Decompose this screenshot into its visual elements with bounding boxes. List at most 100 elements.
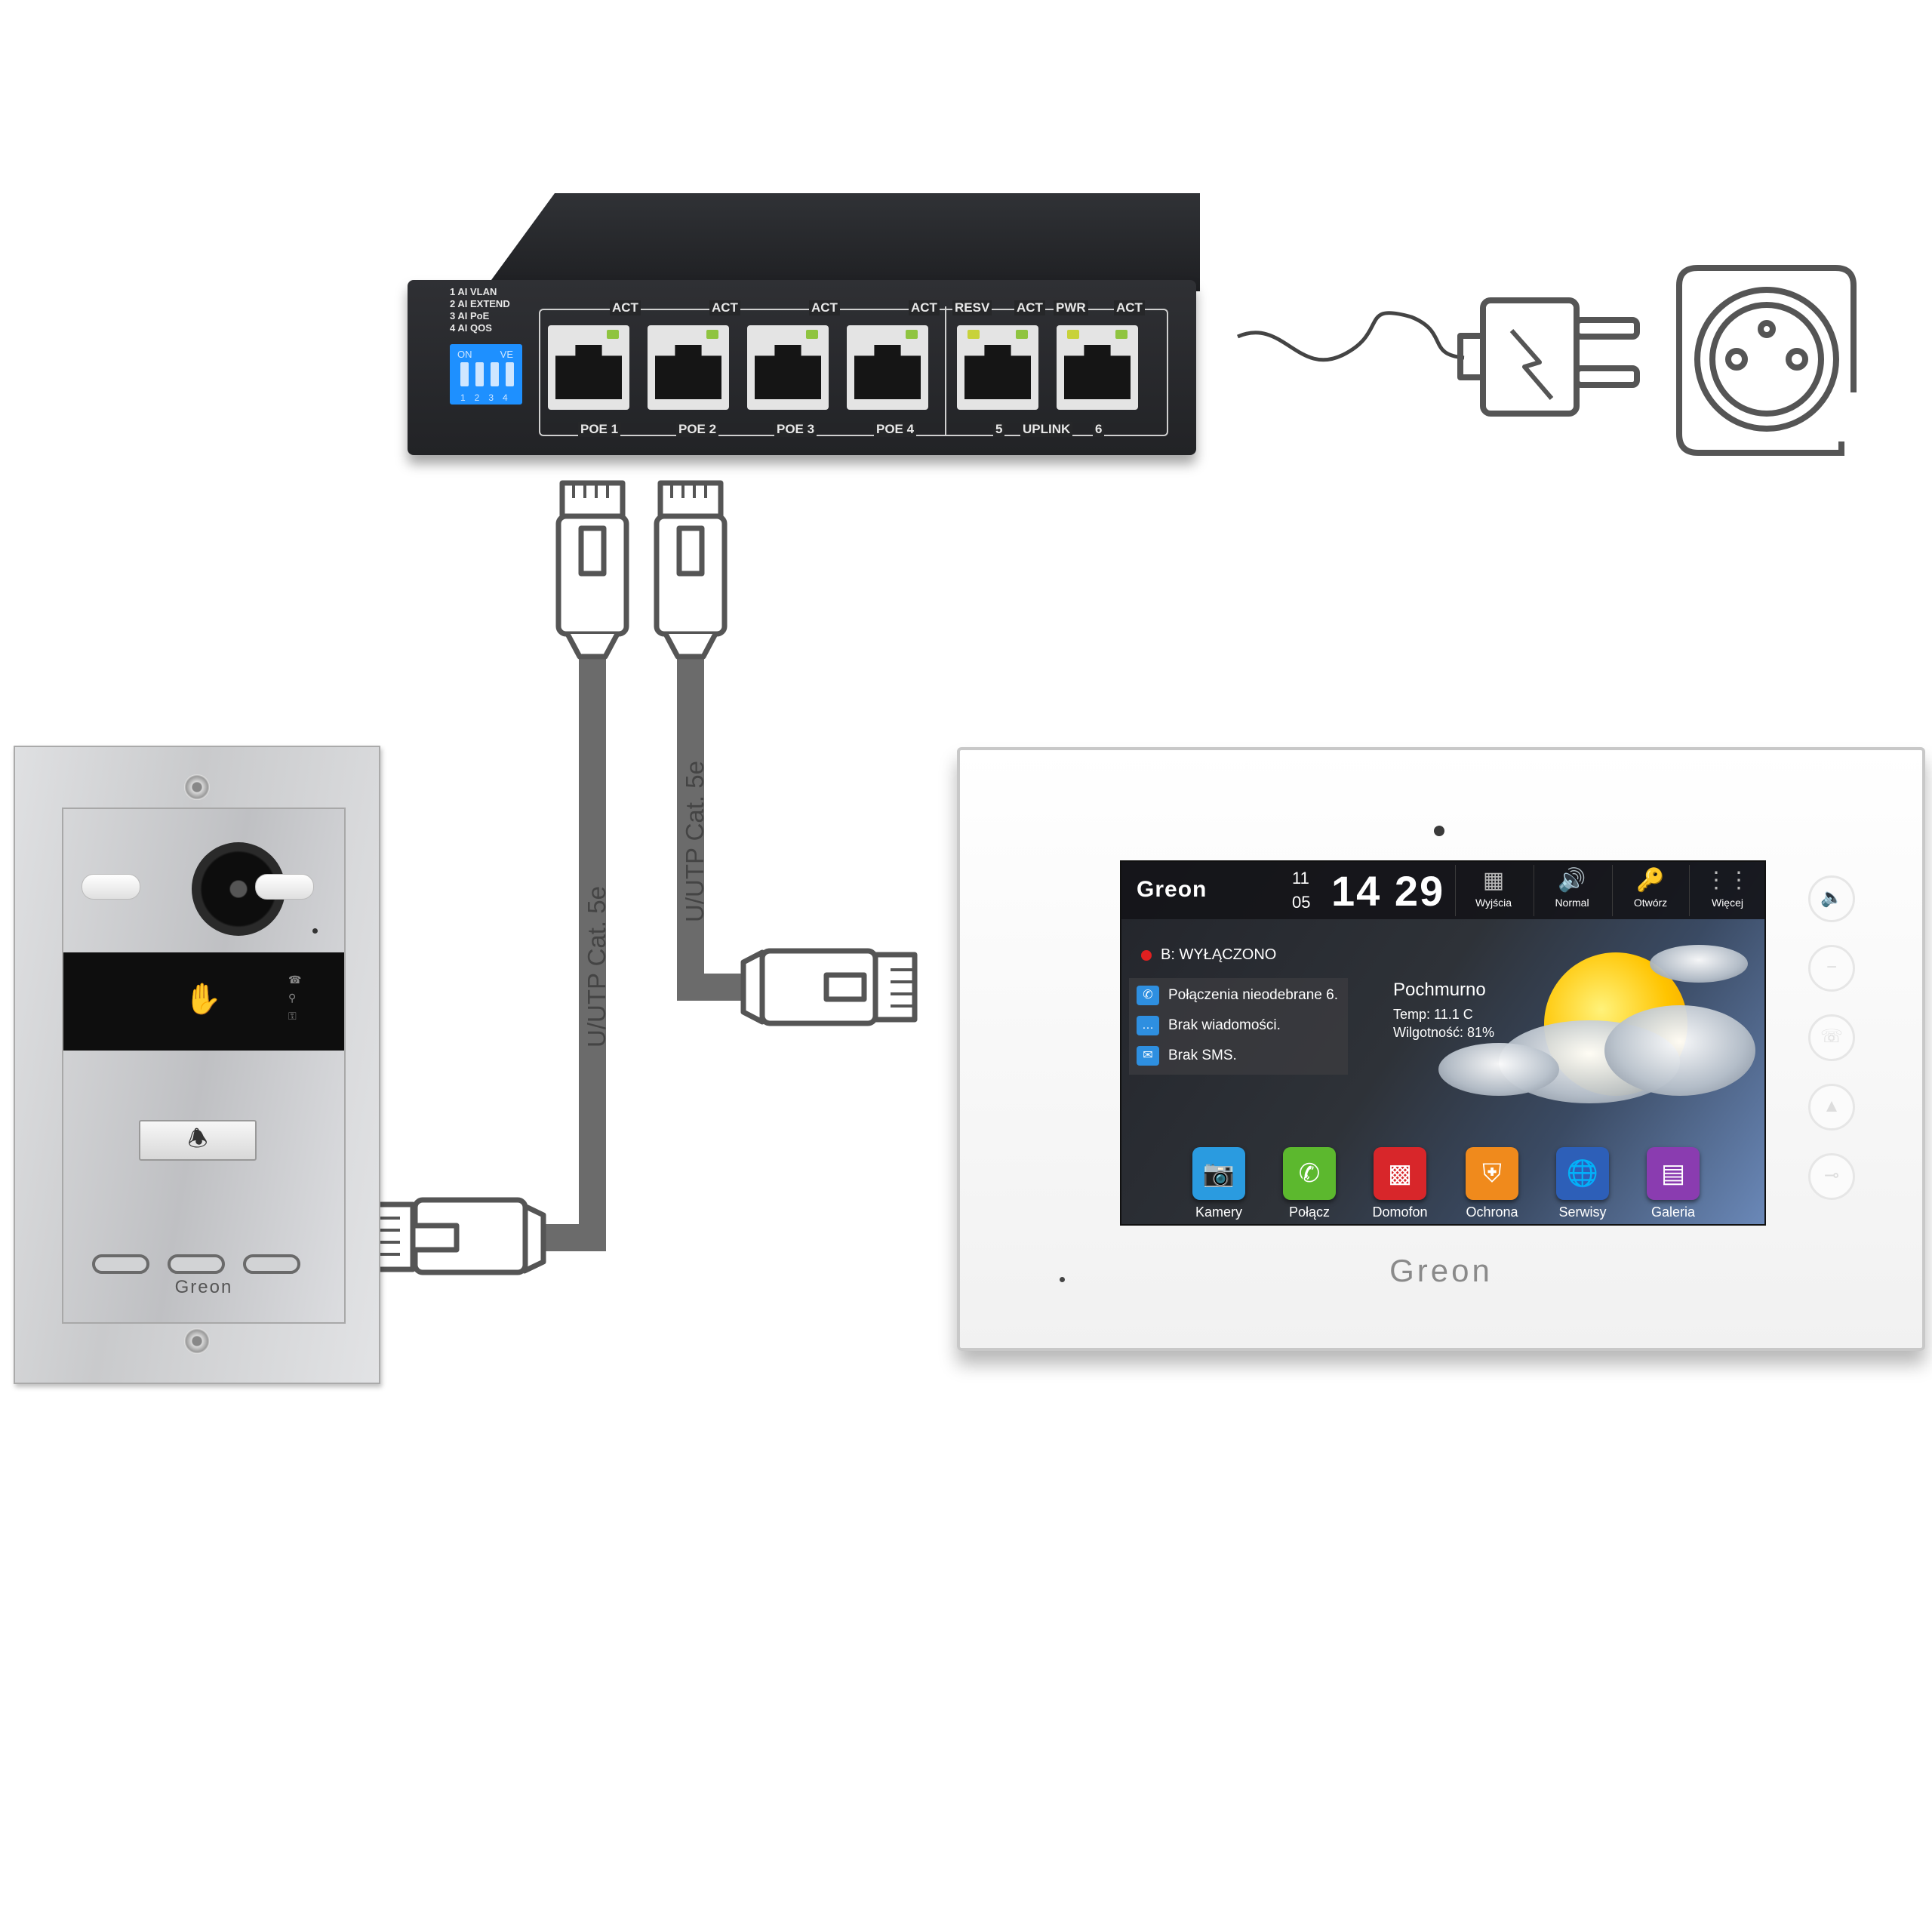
dip-switch-block[interactable]: ON VE 1234 [450,344,522,405]
phone-call-icon: ✆ [1283,1147,1336,1200]
notification-text: Brak wiadomości. [1168,1017,1281,1034]
open-door-button[interactable]: 🔑 Otwórz [1612,865,1688,916]
bell-icon: 🕭 [187,1127,208,1152]
weather-humidity: Wilgotność: 81% [1393,1025,1495,1040]
volume-mode-label: Normal [1555,897,1589,909]
app-serwisy[interactable]: 🌐 Serwisy [1549,1147,1617,1220]
monitor-brand: Greon [1389,1253,1493,1288]
apps-grid-icon: ⋮⋮ [1705,868,1750,893]
date-day: 11 [1292,869,1309,888]
camera-icon: 📷 [1192,1147,1245,1200]
menu-key[interactable]: − [1808,945,1855,992]
screen-brand: Greon [1137,877,1208,902]
port-uplink-5[interactable] [957,325,1038,410]
weather-temp: Temp: 11.1 C [1393,1007,1473,1022]
monitor-screen: Greon 11 05 14 29 ▦ Wyjścia 🔊 Normal 🔑 O… [1120,860,1766,1226]
more-button[interactable]: ⋮⋮ Więcej [1689,865,1764,916]
app-galeria[interactable]: ▤ Galeria [1639,1147,1707,1220]
outputs-button[interactable]: ▦ Wyjścia [1455,865,1531,916]
rj45-jack [854,345,921,399]
port-bottom-label: 6 [1093,422,1105,437]
open-door-label: Otwórz [1633,897,1668,909]
door-station: ✋ ☎⚲⚿ 🕭 Greon [14,746,380,1384]
cloud-icon [1438,1043,1559,1096]
globe-icon: 🌐 [1556,1147,1609,1200]
app-label: Połącz [1288,1204,1331,1220]
port-poe-2[interactable] [648,325,729,410]
speaker-icon: 🔊 [1558,868,1586,893]
arm-status: B: WYŁĄCZONO [1141,946,1276,964]
dip-switch-2[interactable] [475,362,484,386]
phone-icon: ✆ [1137,986,1159,1005]
screen-clock: 14 29 [1331,867,1445,915]
port-top-label: ACT [709,300,740,315]
ir-led-right [255,874,314,900]
app-ochrona[interactable]: ⛨ Ochrona [1458,1147,1526,1220]
app-label: Kamery [1195,1204,1242,1220]
port-led [1016,330,1028,339]
port-bottom-label: POE 3 [774,422,817,437]
port-top-label: PWR [1054,300,1088,315]
app-label: Serwisy [1558,1204,1607,1220]
notification-messages[interactable]: … Brak wiadomości. [1137,1016,1281,1035]
envelope-icon: ✉ [1137,1046,1159,1066]
app-domofon[interactable]: ▩ Domofon [1366,1147,1434,1220]
rj45-plug-icon-monitor [740,948,918,1026]
app-polacz[interactable]: ✆ Połącz [1275,1147,1343,1220]
port-poe-3[interactable] [747,325,829,410]
dip-switch-4[interactable] [506,362,514,386]
power-cord [1237,311,1465,362]
key-icon: 🔑 [1636,868,1665,893]
cable-label-right: U/UTP Cat. 5e [681,761,709,922]
port-led [1115,330,1128,339]
notifications-panel[interactable]: ✆Połączenia nieodebrane 6. … Brak wiadomo… [1129,978,1348,1075]
ir-led-left [82,874,140,900]
shield-icon: ⛨ [1466,1147,1518,1200]
indoor-monitor: Greon 11 05 14 29 ▦ Wyjścia 🔊 Normal 🔑 O… [957,747,1925,1351]
app-kamery[interactable]: 📷 Kamery [1185,1147,1253,1220]
monitor-key[interactable]: ▲ [1808,1084,1855,1131]
call-button[interactable]: 🕭 [139,1120,257,1161]
weather-title: Pochmurno [1393,980,1486,1000]
date-month: 05 [1292,893,1311,912]
status-icons: ☎⚲⚿ [288,974,302,1022]
port-uplink-6[interactable] [1057,325,1138,410]
poe-switch: 1 AI VLAN 2 AI EXTEND 3 AI PoE 4 AI QOS … [408,193,1200,457]
volume-key[interactable]: 🔈 [1808,875,1855,922]
dip-switch-1[interactable] [460,362,469,386]
cloud-icon [1650,945,1748,983]
chat-icon: … [1137,1016,1159,1035]
uplink-divider [945,306,946,436]
call-key[interactable]: ☏ [1808,1014,1855,1061]
dip-label: 4 AI QOS [450,322,492,334]
port-led [968,330,980,339]
port-top-label: ACT [1114,300,1145,315]
switch-top-panel [483,193,1200,291]
unlock-key[interactable]: ⊸ [1808,1153,1855,1200]
intercom-icon: ▩ [1374,1147,1426,1200]
volume-mode-button[interactable]: 🔊 Normal [1534,865,1610,916]
speaker-slot [168,1254,225,1274]
port-led [906,330,918,339]
dip-on-label: ON [457,349,472,360]
rfid-reader[interactable]: ✋ ☎⚲⚿ [63,952,344,1051]
power-plug-icon [1457,297,1640,417]
switch-front-face: 1 AI VLAN 2 AI EXTEND 3 AI PoE 4 AI QOS … [408,280,1196,455]
wall-socket-icon [1676,265,1857,456]
key-icon: ⊸ [1823,1165,1840,1186]
port-led [706,330,718,339]
app-label: Domofon [1372,1204,1428,1220]
dip-numbers: 1234 [460,392,517,403]
dip-switch-3[interactable] [491,362,499,386]
notification-missed-calls[interactable]: ✆Połączenia nieodebrane 6. [1137,986,1338,1005]
dip-labels: 1 AI VLAN 2 AI EXTEND 3 AI PoE 4 AI QOS [450,286,510,334]
app-label: Galeria [1651,1204,1696,1220]
port-poe-4[interactable] [847,325,928,410]
rj45-plug-icon-door [371,1197,546,1275]
rj45-plug-icon-right [654,480,728,660]
outputs-label: Wyjścia [1475,897,1512,909]
notification-sms[interactable]: ✉Brak SMS. [1137,1046,1237,1066]
port-poe-1[interactable] [548,325,629,410]
monitor-microphone [1060,1277,1065,1282]
